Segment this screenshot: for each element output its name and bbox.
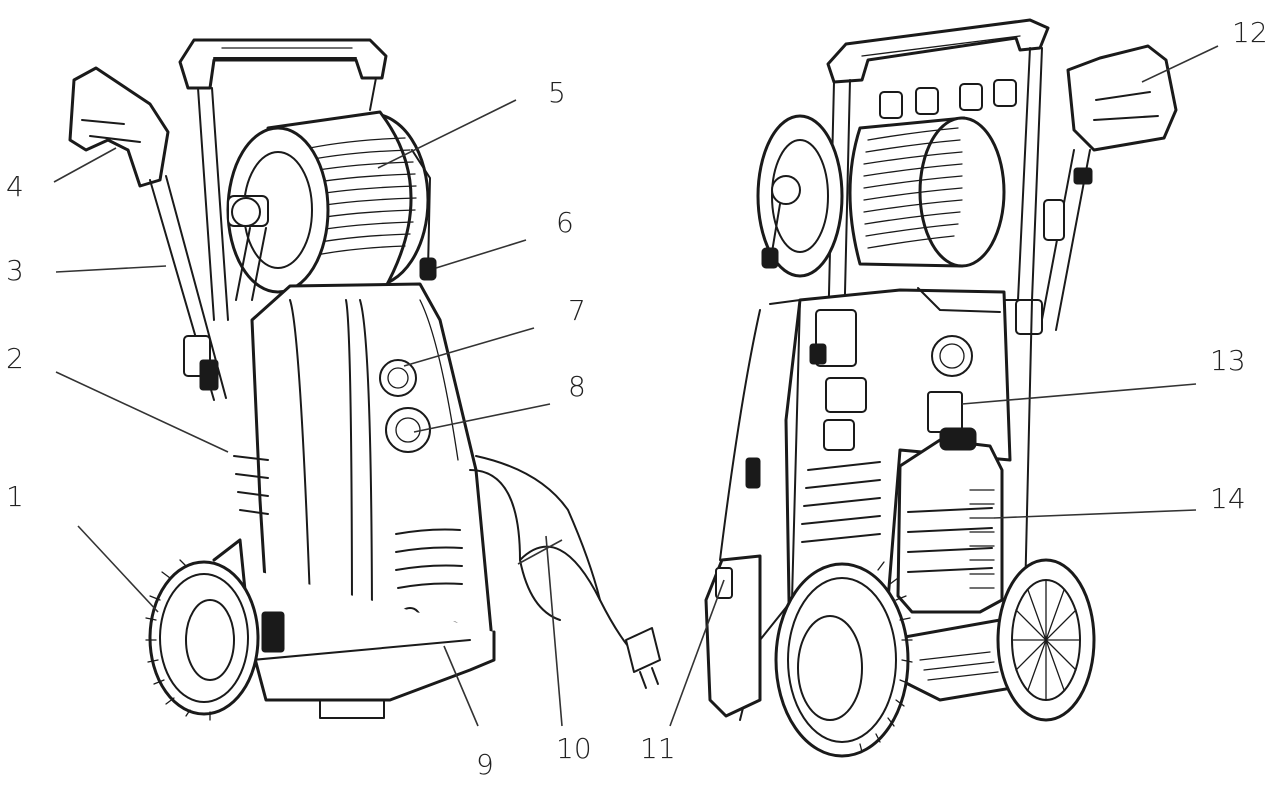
front-view-washer (68, 38, 661, 721)
callout-3: 3 (6, 254, 24, 287)
callout-12: 12 (1232, 16, 1268, 49)
back-view-washer (704, 18, 1178, 758)
front-handle (178, 38, 388, 321)
front-wheel (145, 559, 260, 721)
back-spray-gun (1015, 44, 1178, 335)
leader-12 (1141, 45, 1219, 83)
back-wheel-large (774, 561, 913, 758)
leader-lines (53, 45, 1219, 727)
back-wheel-small (996, 558, 1096, 722)
callout-9: 9 (476, 748, 494, 781)
leader-3 (55, 265, 167, 273)
leader-2 (55, 371, 229, 453)
callout-1: 1 (6, 480, 24, 513)
callout-5: 5 (548, 76, 566, 109)
callout-4: 4 (6, 170, 24, 203)
leader-11 (669, 579, 725, 727)
back-hose-reel (756, 79, 1017, 278)
front-body (212, 282, 661, 719)
callout-6: 6 (556, 206, 574, 239)
leader-7 (403, 327, 535, 367)
callout-14: 14 (1210, 482, 1246, 515)
leader-9 (443, 645, 479, 727)
leader-10b (517, 539, 563, 565)
callout-11: 11 (640, 732, 676, 765)
front-spray-gun (68, 66, 227, 401)
callout-10: 10 (556, 732, 592, 765)
leader-8 (413, 403, 551, 433)
leader-5 (377, 99, 517, 169)
callout-7: 7 (568, 294, 586, 327)
callout-13: 13 (1210, 344, 1246, 377)
leader-13 (961, 383, 1197, 405)
callout-labels: 1 2 3 4 5 6 7 8 9 10 11 12 13 14 (6, 16, 1268, 781)
leader-4 (53, 147, 117, 183)
callout-2: 2 (6, 342, 24, 375)
callout-8: 8 (568, 370, 586, 403)
leader-1 (77, 525, 159, 613)
leader-10 (545, 535, 563, 727)
leader-6 (435, 239, 527, 269)
leader-14 (993, 509, 1197, 519)
front-hose-reel (226, 110, 437, 301)
